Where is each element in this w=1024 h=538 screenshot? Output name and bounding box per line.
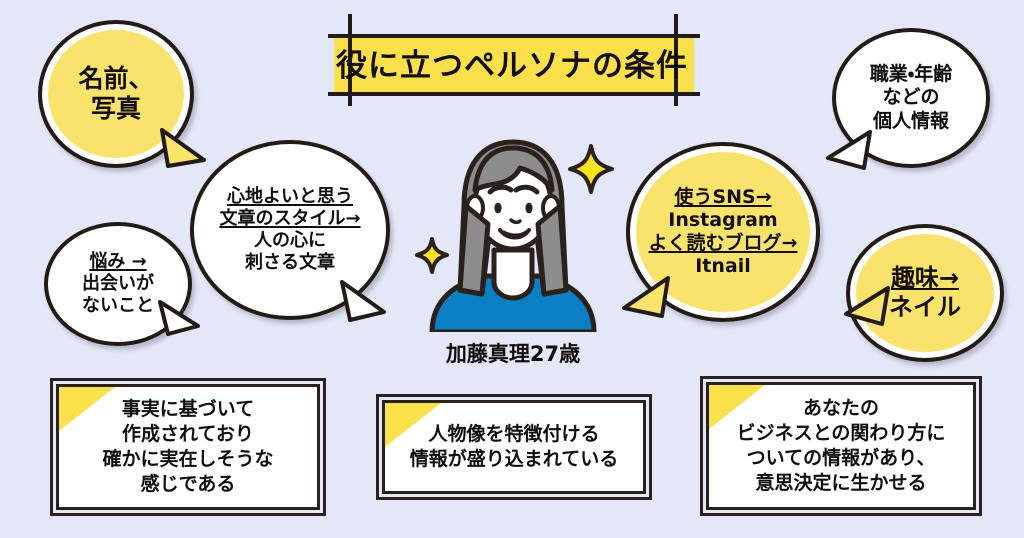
persona-portrait-illustration [429,139,597,332]
bubble-tail-hobby [844,286,890,326]
bubble-line: などの [882,86,940,109]
bubble-line: 趣味→ [890,263,960,292]
page-title: 役に立つペルソナの条件 [336,48,688,84]
bubble-tail-name-photo [160,128,206,168]
statement-text: 人物像を特徴付ける 情報が盛り込まれている [409,422,619,470]
bubble-writing-style: 心地よいと思う 文章のスタイル→ 人の心に 刺さる文章 [190,140,390,320]
statement-box-business-relation: あなたの ビジネスとの関わり方に ついての情報があり、 意思決定に生かせる [700,376,982,516]
bubble-tail-worry [158,300,200,336]
bubble-line: ネイル [889,293,961,321]
corner-accent-triangle [59,387,115,431]
bubble-line: Instagram [668,208,778,231]
bubble-line: 写真 [90,94,141,123]
bubble-tail-personal-info [826,130,872,170]
title-highlight-bar [334,38,694,94]
bubble-tail-sns-blog [622,276,670,318]
bubble-line: 使うSNS→ [674,185,772,208]
bubble-sns-blog: 使うSNS→ Instagram よく読むブログ→ Itnail [630,146,816,318]
statement-text: 事実に基づいて 作成されており 確かに実在しそうな 感じである [102,397,274,496]
bubble-line: 悩み → [89,251,147,273]
bubble-line: Itnail [695,255,751,278]
bubble-line: 刺さる文章 [245,251,335,273]
statement-box-fact-based: 事実に基づいて 作成されており 確かに実在しそうな 感じである [50,378,326,516]
bubble-line: 職業・年齢 [869,63,953,86]
persona-name-label: 加藤真理27歳 [445,342,581,366]
title-bracket-line-top [328,34,700,38]
bubble-line: 文章のスタイル→ [219,208,361,230]
statement-box-characterizing-info: 人物像を特徴付ける 情報が盛り込まれている [376,394,652,500]
statement-text: あなたの ビジネスとの関わり方に ついての情報があり、 意思決定に生かせる [736,396,946,495]
bubble-hobby: 趣味→ ネイル [850,228,1000,358]
sparkle-small-icon [415,237,449,274]
bubble-tail-writing-style [340,280,386,322]
title-bracket-line-right [674,14,678,106]
bubble-name-photo: 名前、 写真 [42,24,190,164]
bubble-line: ないこと [82,294,154,316]
bubble-line: 出会いが [82,273,154,295]
corner-accent-triangle [385,403,441,447]
title-bracket-line-left [348,14,352,106]
bubble-line: 心地よいと思う [227,186,353,208]
bubble-line: よく読むブログ→ [648,232,798,254]
bubble-line: 個人情報 [872,109,949,132]
title-bracket-line-bottom [328,92,700,96]
bubble-line: 人の心に [254,230,326,251]
sparkle-large-icon [568,144,614,194]
corner-accent-triangle [709,385,765,429]
bubble-line: 名前、 [78,63,154,93]
title-block: 役に立つペルソナの条件 [318,14,706,106]
